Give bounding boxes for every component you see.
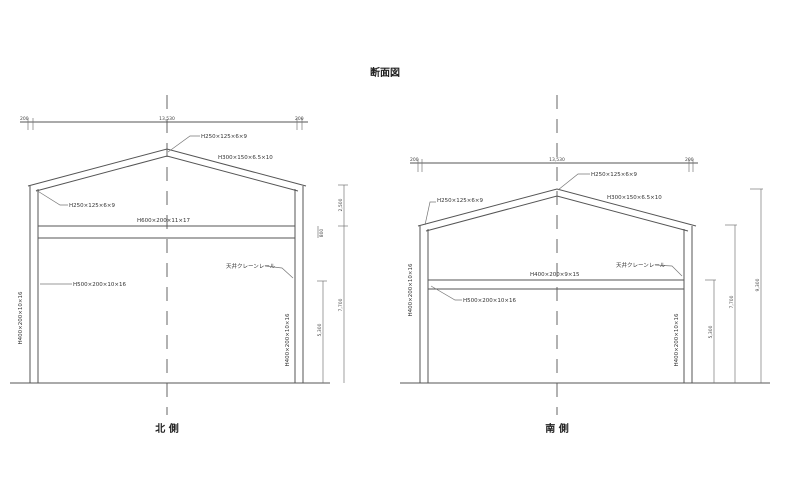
- north-eave-joint-label: H250×125×6×9: [69, 203, 115, 209]
- south-section: 13,530 200 200 H250×125×6×9 H300×150×6.5…: [400, 95, 770, 435]
- north-caption: 北 側: [155, 422, 178, 435]
- south-column-right-label: H400×200×10×16: [674, 313, 680, 366]
- south-roof-bottom: [425, 195, 689, 232]
- north-tie-beam-label: H600×200×11×17: [137, 218, 190, 224]
- north-section: 13,530 200 200 H250×125×6×9 H300×150×6.5…: [10, 95, 348, 435]
- south-tie-beam-label: H400×200×9×15: [530, 272, 580, 278]
- south-eave-joint-label: H250×125×6×9: [437, 198, 483, 204]
- north-column-left-label: H400×200×10×16: [18, 291, 24, 344]
- north-rafter-label: H300×150×6.5×10: [218, 155, 273, 161]
- north-dim-roof: 2,500: [338, 198, 344, 211]
- south-crane-girder-label: H500×200×10×16: [463, 298, 516, 304]
- south-edge-right: 200: [685, 157, 694, 163]
- north-column-right-label: H400×200×10×16: [285, 313, 291, 366]
- south-crane-rail-label: 天井クレーンレール: [616, 261, 666, 269]
- north-roof-bottom: [35, 155, 299, 192]
- north-crane-girder-label: H500×200×10×16: [73, 282, 126, 288]
- south-ridge-joint-label: H250×125×6×9: [591, 172, 637, 178]
- south-caption: 南 側: [545, 422, 568, 435]
- south-dim-ridge: 9,300: [755, 278, 761, 291]
- north-span-label: 13,530: [159, 116, 175, 122]
- south-dim-rail: 5,300: [708, 325, 714, 338]
- north-roof-top: [27, 148, 307, 187]
- south-roof-top: [417, 188, 697, 227]
- north-dim-beam: 800: [319, 229, 325, 238]
- south-edge-left: 200: [410, 157, 419, 163]
- south-column-left-label: H400×200×10×16: [408, 263, 414, 316]
- south-rafter-label: H300×150×6.5×10: [607, 195, 662, 201]
- drawing-title: 断面図: [370, 66, 400, 79]
- south-span-label: 13,530: [549, 157, 565, 163]
- south-dim-eave: 7,700: [729, 295, 735, 308]
- north-ridge-joint-label: H250×125×6×9: [201, 134, 247, 140]
- north-dim-total: 7,700: [338, 298, 344, 311]
- north-dim-rail: 5,300: [317, 323, 323, 336]
- north-crane-rail-label: 天井クレーンレール: [226, 262, 276, 270]
- north-edge-left: 200: [20, 116, 29, 122]
- north-edge-right: 200: [295, 116, 304, 122]
